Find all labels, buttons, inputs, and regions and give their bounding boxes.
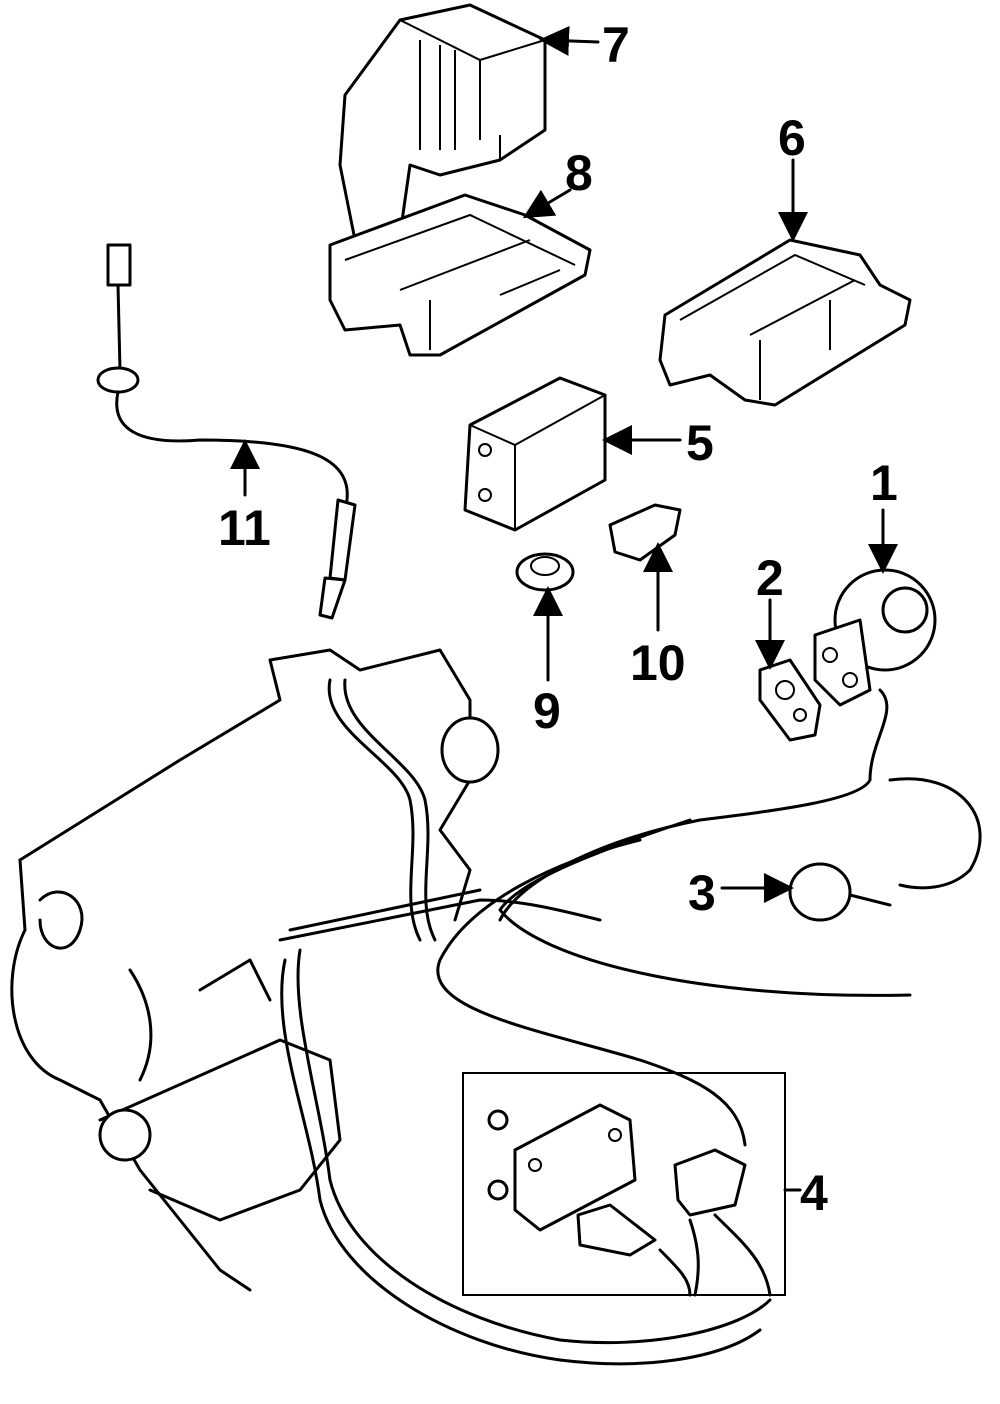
callout-9: 9 — [533, 683, 561, 739]
callout-7: 7 — [602, 17, 630, 73]
part-11-oxygen-sensor[interactable] — [96, 243, 357, 620]
callout-1: 1 — [870, 455, 898, 511]
callout-leaders — [230, 25, 898, 903]
callout-8: 8 — [565, 145, 593, 201]
callout-5: 5 — [686, 415, 714, 471]
part-8-bracket[interactable] — [328, 193, 592, 357]
part-7-cover[interactable] — [338, 3, 547, 242]
part-3-solenoid[interactable] — [788, 862, 892, 922]
part-9-valve[interactable] — [515, 552, 575, 592]
part-6-bracket[interactable] — [658, 238, 912, 407]
part-2-gasket[interactable] — [758, 658, 822, 742]
callout-2: 2 — [756, 550, 784, 606]
part-1-egr-valve[interactable] — [813, 568, 937, 707]
callout-6: 6 — [778, 110, 806, 166]
part-4-kit[interactable] — [462, 1072, 802, 1297]
engine-assembly — [10, 648, 982, 1366]
callout-3: 3 — [688, 865, 716, 921]
callout-11: 11 — [218, 500, 271, 556]
callout-4: 4 — [800, 1165, 828, 1221]
part-5-module[interactable] — [463, 376, 607, 532]
callout-10: 10 — [630, 635, 686, 691]
part-10-sensor[interactable] — [608, 503, 682, 562]
